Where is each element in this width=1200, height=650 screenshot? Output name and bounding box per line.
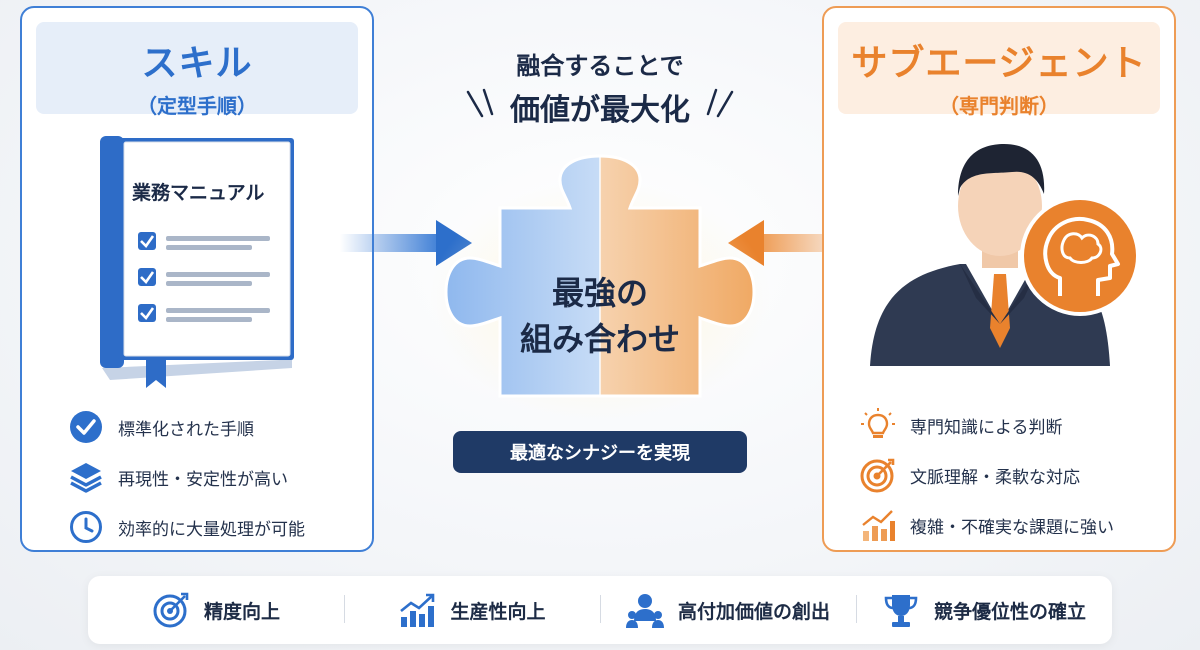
- puzzle-line-1: 最強の: [551, 274, 648, 312]
- layers-icon: [70, 463, 102, 493]
- skill-feature-label: 効率的に大量処理が可能: [118, 519, 305, 540]
- subagent-feature-label: 文脈理解・柔軟な対応: [910, 467, 1080, 488]
- skill-subtitle: （定型手順）: [137, 94, 257, 118]
- skill-feature-1: 標準化された手順: [68, 402, 368, 452]
- benefit-label: 競争優位性の確立: [933, 600, 1086, 623]
- synergy-badge: 最適なシナジーを実現: [453, 431, 747, 473]
- subagent-feature-1: 専門知識による判断: [860, 400, 1160, 450]
- subagent-feature-label: 専門知識による判断: [910, 417, 1063, 438]
- clock-icon: [70, 511, 102, 543]
- target-arrow-icon: [153, 592, 189, 628]
- headline-line-2: 価値が最大化: [510, 93, 690, 128]
- skill-feature-label: 再現性・安定性が高い: [118, 469, 288, 490]
- benefit-label: 精度向上: [203, 600, 280, 623]
- businessman-avatar: [870, 144, 1140, 366]
- subagent-feature-list: 専門知識による判断 文脈理解・柔軟な対応 複雑・不確実な課題に強い: [860, 400, 1160, 550]
- puzzle-line-2: 組み合わせ: [519, 320, 680, 358]
- skill-feature-label: 標準化された手順: [118, 419, 254, 440]
- skill-panel-header: スキル （定型手順）: [36, 22, 358, 118]
- emphasis-marks: [466, 88, 734, 118]
- skill-panel: スキル （定型手順） 標準化された手順 再現性・安定性が高い 効率的に大量処理が…: [20, 6, 374, 552]
- skill-feature-2: 再現性・安定性が高い: [68, 452, 368, 502]
- subagent-panel-header: サブエージェント （専門判断）: [838, 22, 1160, 118]
- team-icon: [625, 594, 664, 628]
- trophy-icon: [884, 595, 918, 627]
- headline-line-1: 融合することで: [516, 52, 684, 80]
- manual-book-illustration: [100, 136, 294, 388]
- benefit-label: 生産性向上: [450, 600, 546, 623]
- benefit-item-accuracy: 精度向上: [88, 591, 344, 629]
- check-circle-icon: [70, 411, 102, 443]
- benefit-item-productivity: 生産性向上: [344, 591, 600, 629]
- subagent-feature-2: 文脈理解・柔軟な対応: [860, 450, 1160, 500]
- skill-feature-3: 効率的に大量処理が可能: [68, 502, 368, 552]
- subagent-title: サブエージェント: [851, 43, 1147, 84]
- benefit-label: 高付加価値の創出: [677, 600, 830, 623]
- growth-chart-icon: [862, 510, 895, 541]
- subagent-subtitle: （専門判断）: [939, 94, 1059, 118]
- skill-feature-list: 標準化された手順 再現性・安定性が高い 効率的に大量処理が可能: [68, 402, 368, 552]
- center-headline: 融合することで 価値が最大化: [440, 46, 760, 129]
- book-title: 業務マニュアル: [132, 182, 265, 204]
- skill-title: スキル: [141, 43, 253, 84]
- puzzle-label: 最強の 組み合わせ: [488, 270, 712, 362]
- benefit-item-advantage: 競争優位性の確立: [856, 591, 1112, 629]
- lightbulb-icon: [861, 408, 895, 438]
- subagent-feature-label: 複雑・不確実な課題に強い: [910, 517, 1114, 538]
- puzzle-piece-illustration: [430, 154, 770, 420]
- benefits-bar: 精度向上 生産性向上 高付加価値の創出 競争優位性の確立: [88, 576, 1112, 644]
- subagent-feature-3: 複雑・不確実な課題に強い: [860, 500, 1160, 550]
- target-icon: [860, 458, 895, 493]
- benefit-item-value: 高付加価値の創出: [600, 591, 856, 629]
- growth-chart-icon: [400, 593, 435, 627]
